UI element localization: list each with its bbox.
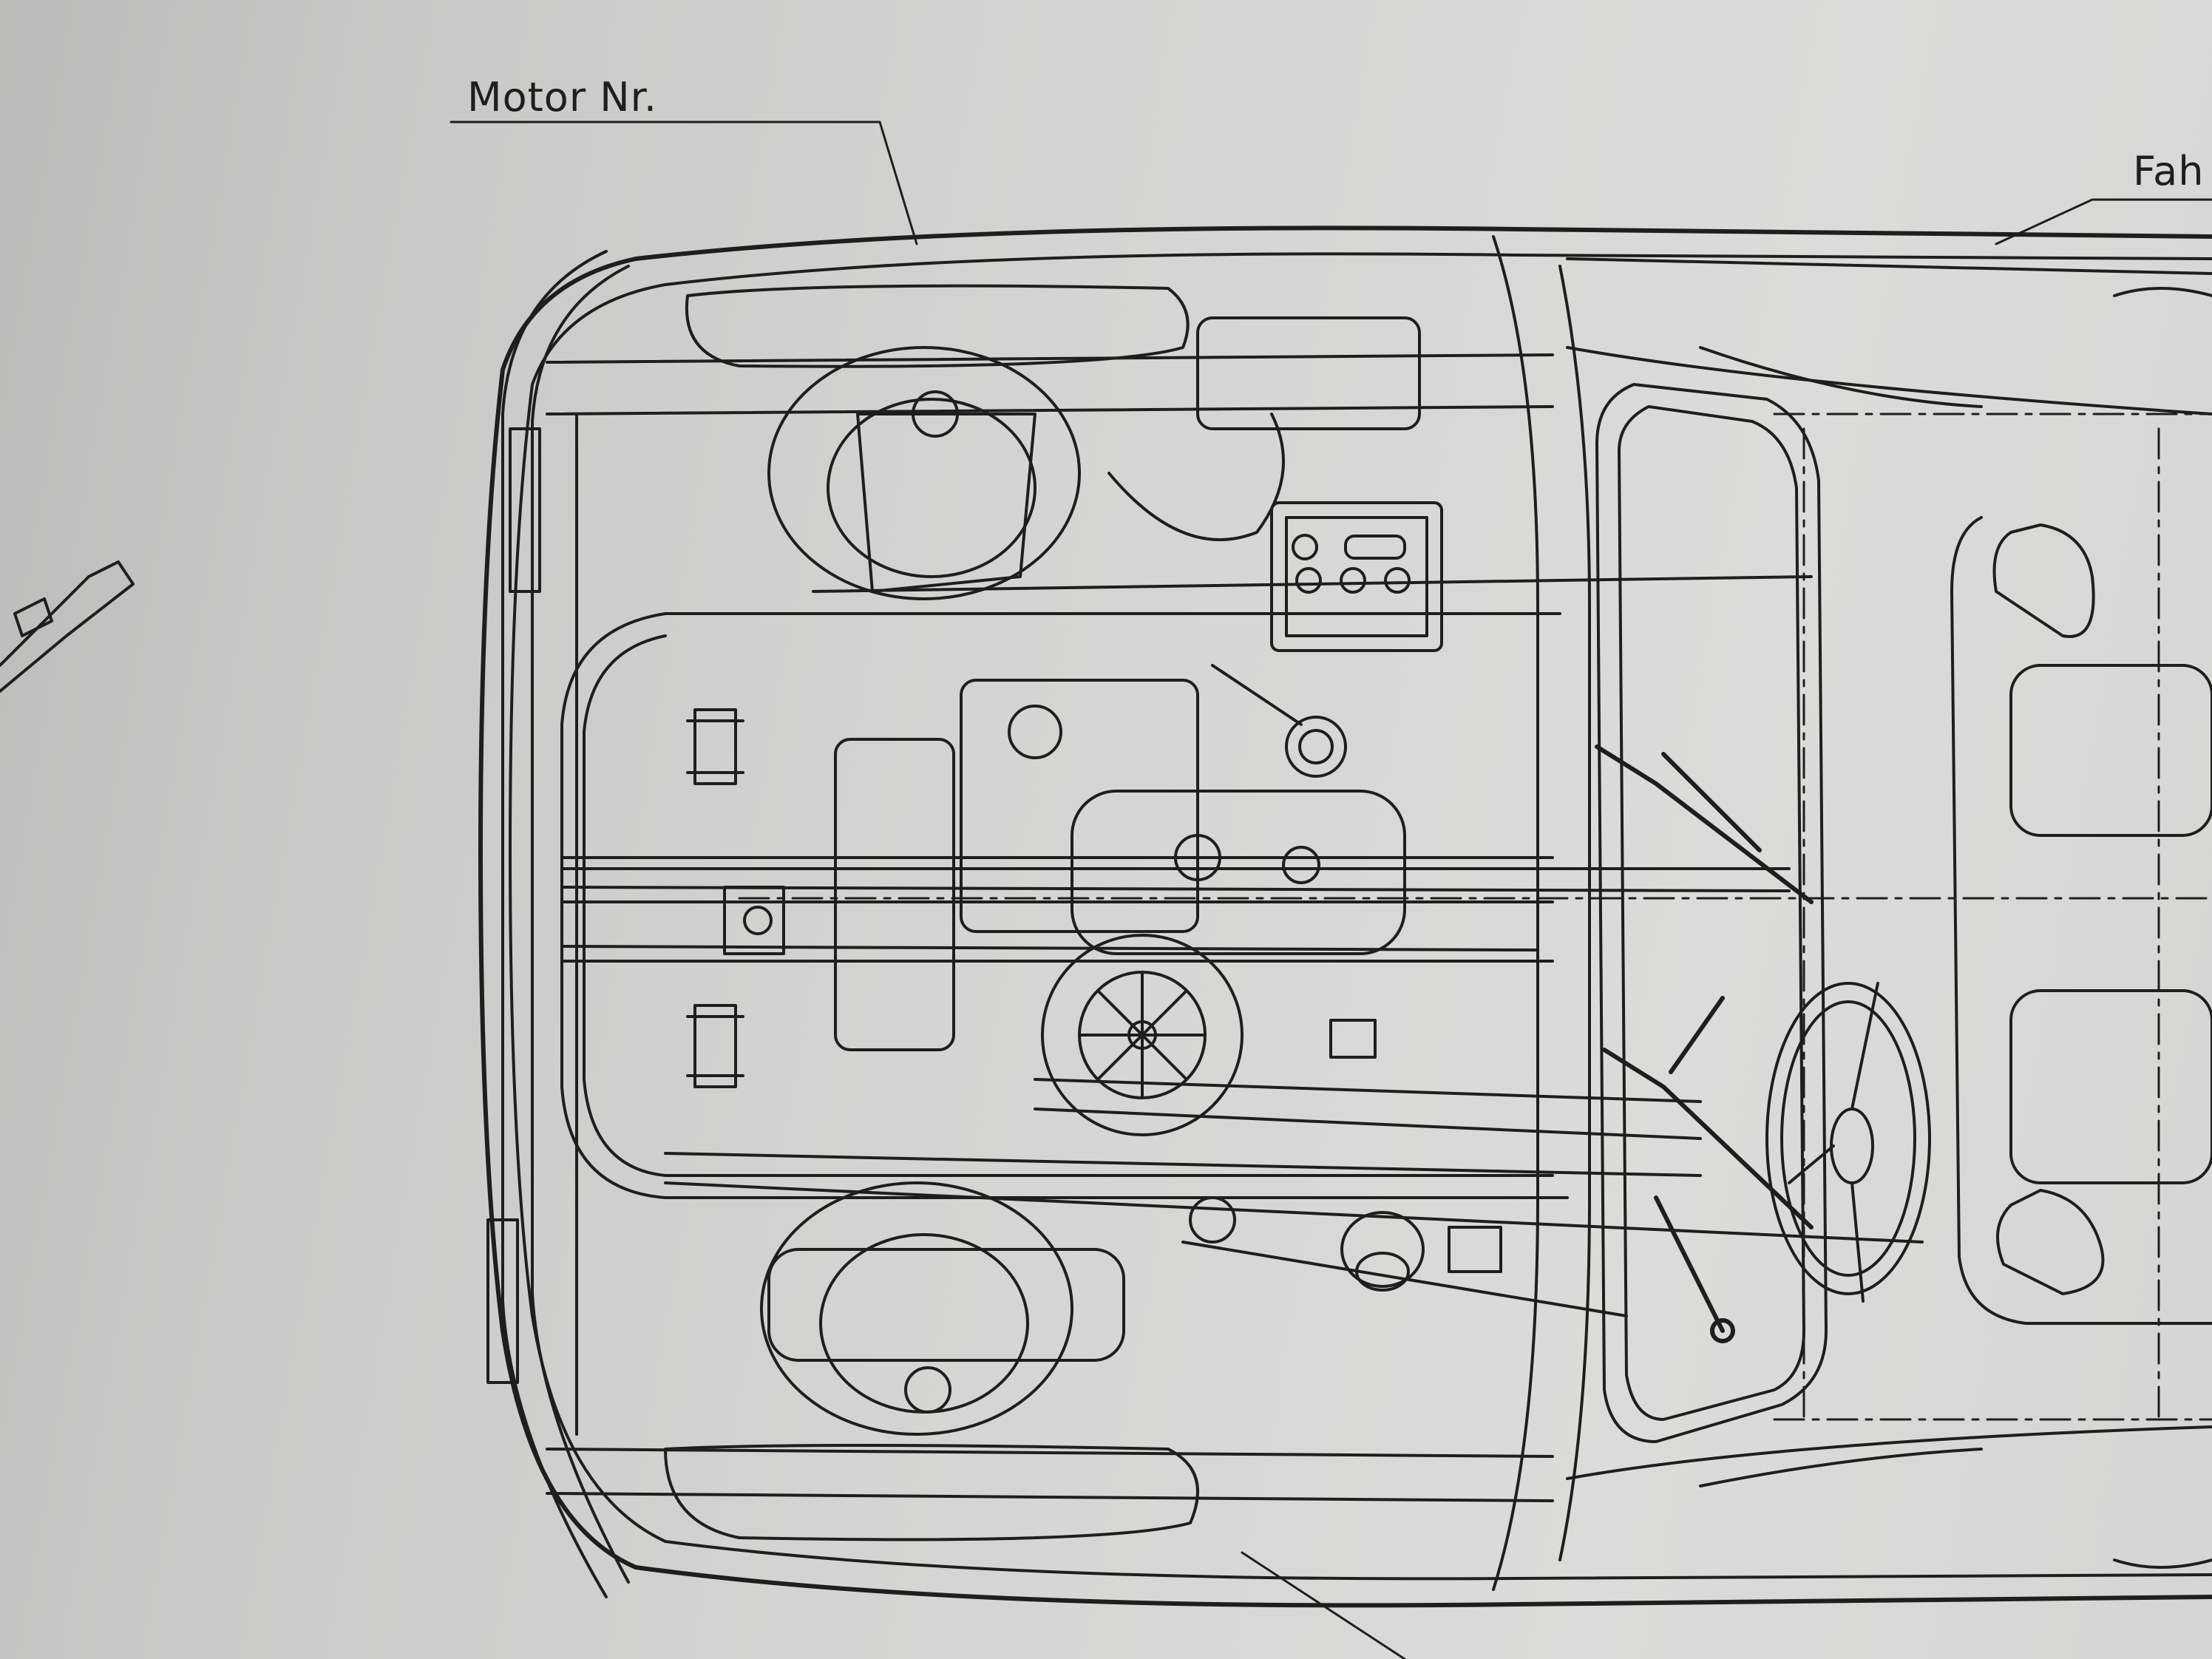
- upper-fender: [685, 284, 1421, 430]
- lower-wheel-suspension: [760, 1181, 1125, 1436]
- steering-wheel: [1765, 982, 1931, 1303]
- upper-wheel-suspension: [767, 346, 1285, 600]
- motor-mounts: [686, 708, 785, 1088]
- chassis-number-label: Fah: [2133, 148, 2204, 194]
- windscreen-frame: [1595, 383, 1828, 1443]
- battery-box: [1270, 501, 1443, 652]
- engine-number-leader: [449, 121, 918, 245]
- detached-bracket-part: [0, 560, 135, 693]
- chassis-number-leader: [1995, 198, 2123, 245]
- callout-leaders: [449, 121, 2212, 1659]
- lower-fender: [664, 1444, 1199, 1541]
- engine-number-label: Motor Nr.: [467, 74, 657, 121]
- car-body-outline: [478, 225, 2212, 1608]
- side-body-lines: [1566, 257, 2212, 1569]
- front-seats: [1950, 516, 2212, 1325]
- engine-bay-frame: [560, 612, 1569, 1199]
- cooling-fan: [1041, 934, 1244, 1136]
- cables-and-rods: [560, 575, 1924, 1317]
- wiper-arms: [1595, 744, 1814, 1343]
- engine-block: [834, 664, 1406, 1051]
- firewall-bulkhead: [546, 235, 1591, 1591]
